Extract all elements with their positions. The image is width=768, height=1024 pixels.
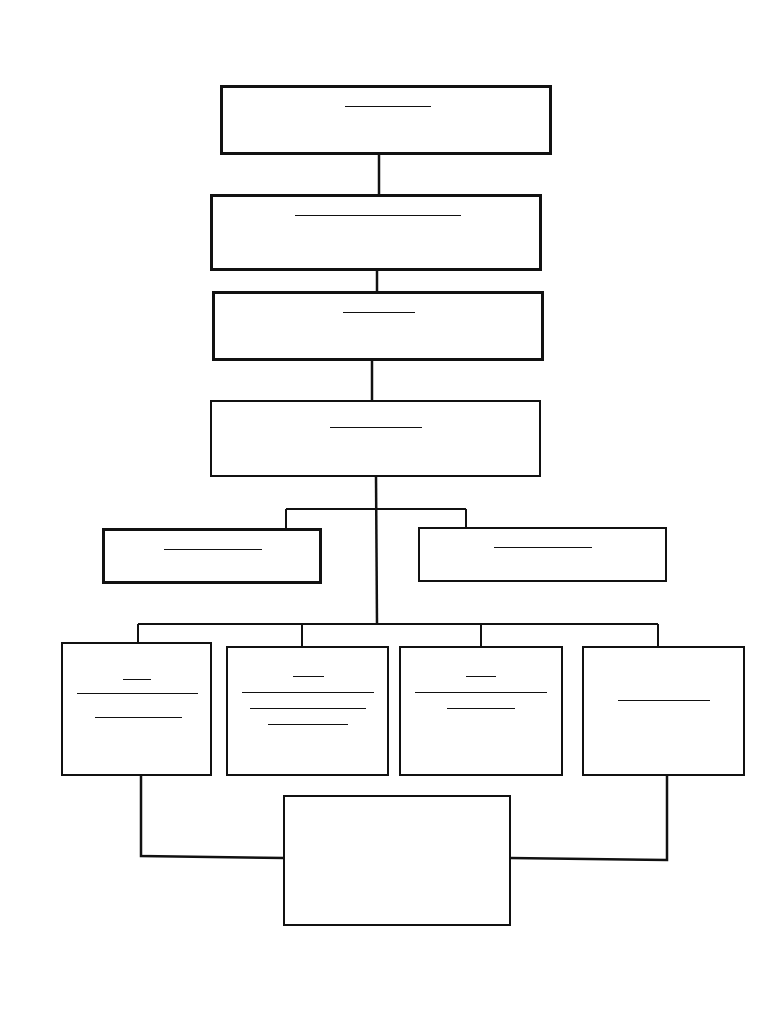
blank-title-line — [466, 676, 496, 677]
org-box-bottom-4 — [582, 646, 745, 776]
org-box-bottom-2 — [226, 646, 389, 776]
blank-title-line — [494, 547, 592, 548]
blank-title-line — [123, 679, 151, 680]
blank-line — [95, 717, 182, 718]
blank-line — [268, 724, 348, 725]
org-box-side-left — [102, 528, 322, 584]
blank-title-line — [293, 676, 324, 677]
blank-line — [415, 692, 547, 693]
blank-line — [77, 693, 198, 694]
org-box-final — [283, 795, 511, 926]
org-box-side-right — [418, 527, 667, 582]
blank-title-line — [345, 106, 431, 107]
blank-title-line — [618, 700, 710, 701]
blank-title-line — [343, 312, 415, 313]
org-box-level-2 — [210, 194, 542, 271]
org-box-level-3 — [212, 291, 544, 361]
org-box-level-4 — [210, 400, 541, 477]
connector-right-to-final — [509, 775, 669, 862]
org-box-bottom-3 — [399, 646, 563, 776]
blank-title-line — [164, 549, 262, 550]
blank-title-line — [295, 215, 461, 216]
blank-line — [250, 708, 366, 709]
org-box-bottom-1 — [61, 642, 212, 776]
org-box-level-1 — [220, 85, 552, 155]
connector-trunk — [374, 475, 379, 625]
blank-title-line — [330, 427, 422, 428]
connector-left-to-final — [139, 775, 285, 860]
blank-line — [242, 692, 374, 693]
blank-line — [447, 708, 515, 709]
